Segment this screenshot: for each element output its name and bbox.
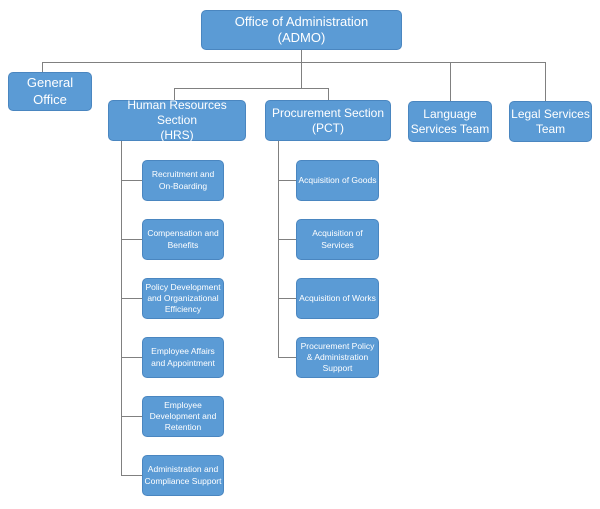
node-employee-development: Employee Development and Retention bbox=[142, 396, 224, 437]
connector-root-down bbox=[301, 50, 302, 62]
node-employee-affairs: Employee Affairs and Appointment bbox=[142, 337, 224, 378]
node-label-line: Employee bbox=[164, 399, 202, 410]
node-label-line: Team bbox=[535, 121, 566, 136]
node-administration-and-compliance: Administration and Compliance Support bbox=[142, 455, 224, 496]
node-label-line: General Office bbox=[26, 75, 74, 107]
node-acquisition-of-services: Acquisition of Services bbox=[296, 219, 379, 260]
node-label-line: & Administration bbox=[306, 351, 369, 362]
node-label-line: (HRS) bbox=[160, 128, 194, 142]
node-label-line: Procurement Policy bbox=[300, 340, 375, 351]
node-label-line: Policy Development bbox=[145, 281, 221, 292]
node-label-line: Efficiency bbox=[164, 304, 202, 315]
node-label-line: Acquisition of Works bbox=[299, 292, 376, 303]
connector-hrs-unit-2 bbox=[121, 239, 142, 240]
connector-hrs-unit-1 bbox=[121, 180, 142, 181]
node-label-line: Benefits bbox=[167, 239, 199, 250]
node-label-line: Compensation and bbox=[147, 228, 219, 239]
connector-root-to-sections bbox=[301, 62, 302, 88]
connector-pct bbox=[328, 88, 329, 100]
node-policy-development: Policy Development and Organizational Ef… bbox=[142, 278, 224, 319]
node-label-line: Support bbox=[322, 363, 353, 374]
node-label-line: and Organizational bbox=[147, 292, 219, 303]
node-label-line: (PCT) bbox=[312, 120, 344, 135]
connector-hrs-trunk bbox=[121, 141, 122, 475]
connector-sections-horizontal bbox=[174, 88, 328, 89]
connector-hrs-unit-3 bbox=[121, 298, 142, 299]
connector-pct-unit-3 bbox=[278, 298, 296, 299]
node-label-line: Development and bbox=[149, 410, 217, 421]
node-label-line: Employee Affairs bbox=[151, 346, 215, 357]
node-label-line: Procurement Section bbox=[271, 105, 385, 120]
node-label-line: Services Team bbox=[410, 121, 490, 136]
node-language-services-team: Language Services Team bbox=[408, 101, 492, 142]
node-label-line: Compliance Support bbox=[144, 475, 222, 486]
node-recruitment-and-onboarding: Recruitment and On-Boarding bbox=[142, 160, 224, 201]
node-label-line: Acquisition of Goods bbox=[298, 174, 377, 185]
node-label-line: Office of Administration bbox=[234, 13, 369, 29]
connector-language bbox=[450, 62, 451, 101]
node-label-line: Recruitment and bbox=[151, 169, 215, 180]
node-acquisition-of-works: Acquisition of Works bbox=[296, 278, 379, 319]
node-label-line: Acquisition of bbox=[312, 228, 363, 239]
connector-hrs-unit-6 bbox=[121, 475, 142, 476]
connector-pct-unit-2 bbox=[278, 239, 296, 240]
connector-legal bbox=[545, 62, 546, 101]
node-label-line: and Appointment bbox=[151, 357, 215, 368]
connector-general-office bbox=[42, 62, 43, 72]
node-human-resources-section: Human Resources Section (HRS) bbox=[108, 98, 246, 142]
connector-pct-trunk bbox=[278, 141, 279, 357]
node-label-line: Legal Services bbox=[511, 106, 590, 121]
node-label-line: Language bbox=[423, 106, 477, 121]
node-label-line: (ADMO) bbox=[277, 30, 326, 45]
node-general-office: General Office bbox=[8, 72, 92, 111]
connector-pct-unit-1 bbox=[278, 180, 296, 181]
node-label-line: On-Boarding bbox=[158, 180, 208, 191]
connector-hrs-unit-4 bbox=[121, 357, 142, 358]
node-label-line: Human Resources Section bbox=[127, 98, 227, 127]
node-compensation-and-benefits: Compensation and Benefits bbox=[142, 219, 224, 260]
connector-pct-unit-4 bbox=[278, 357, 296, 358]
node-procurement-section: Procurement Section (PCT) bbox=[265, 100, 391, 141]
connector-hrs-unit-5 bbox=[121, 416, 142, 417]
node-label-line: Administration and bbox=[147, 464, 219, 475]
node-label-line: Retention bbox=[164, 422, 202, 433]
node-procurement-policy: Procurement Policy & Administration Supp… bbox=[296, 337, 379, 378]
node-office-of-administration: Office of Administration (ADMO) bbox=[201, 10, 402, 50]
connector-top-horizontal bbox=[42, 62, 545, 63]
node-label-line: Services bbox=[321, 239, 354, 250]
node-legal-services-team: Legal Services Team bbox=[509, 101, 592, 142]
node-acquisition-of-goods: Acquisition of Goods bbox=[296, 160, 379, 201]
connector-hrs bbox=[174, 88, 175, 100]
